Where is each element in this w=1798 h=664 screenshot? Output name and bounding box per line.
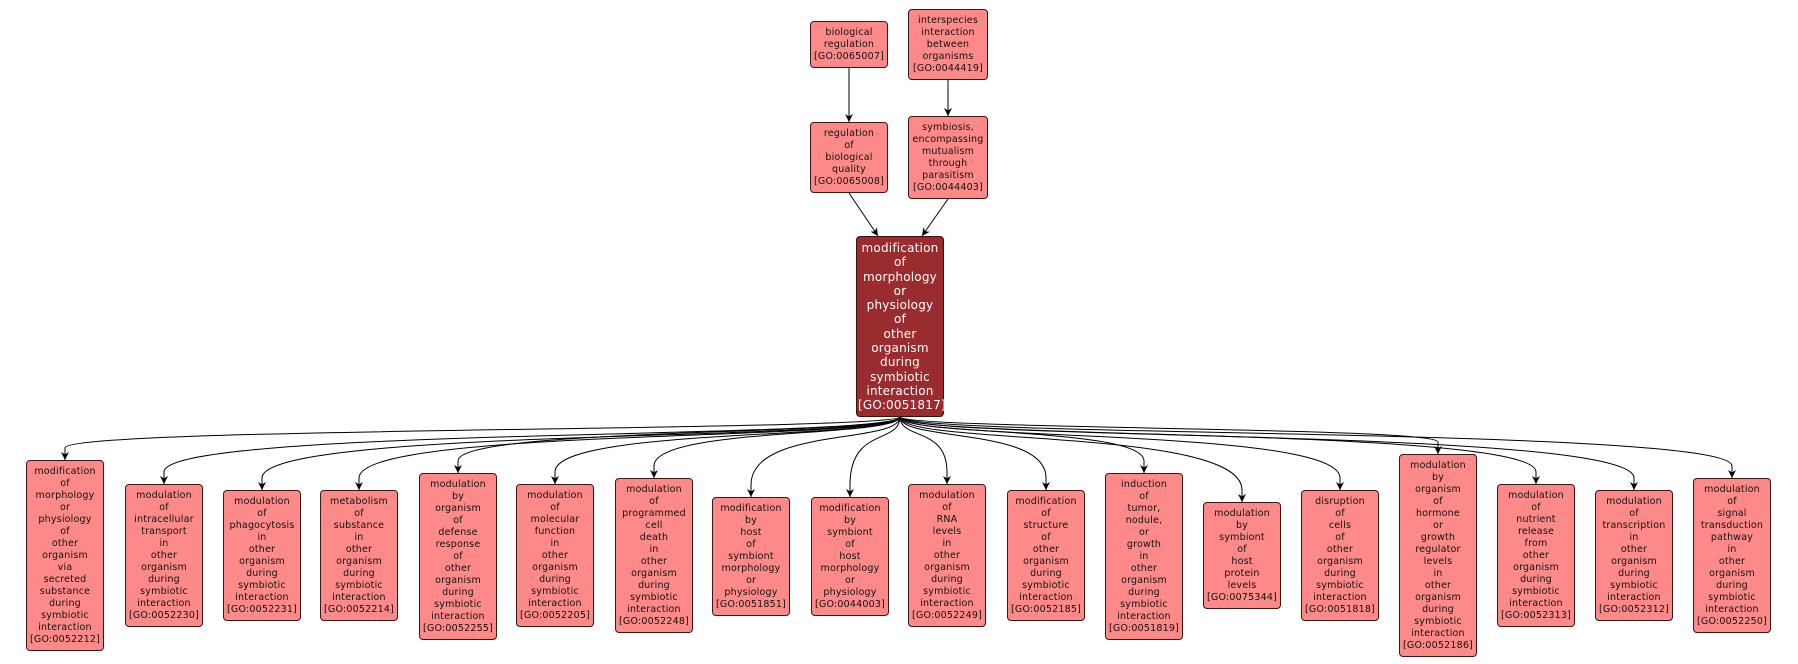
is-a-edge [650, 416, 901, 478]
go-term-node-child[interactable]: modulation of programmed cell death in o… [615, 478, 693, 633]
go-term-node-child[interactable]: modulation of transcription in other org… [1595, 490, 1673, 621]
go-term-node-child[interactable]: modulation by organism of hormone or gro… [1399, 454, 1477, 657]
go-term-node-child[interactable]: modulation of molecular function in othe… [516, 484, 594, 627]
go-term-node-interspecies-interaction[interactable]: interspecies interaction between organis… [908, 9, 988, 80]
is-a-edge [899, 416, 1246, 502]
go-term-node-child[interactable]: modification by host of symbiont morphol… [712, 497, 790, 616]
go-term-node-child[interactable]: modulation of signal transduction pathwa… [1693, 478, 1771, 633]
is-a-edge [899, 416, 1344, 490]
go-term-node-child[interactable]: modification of structure of other organ… [1007, 490, 1085, 621]
is-a-edge [848, 192, 879, 237]
is-a-edge [846, 416, 901, 497]
go-term-node-child[interactable]: disruption of cells of other organism du… [1301, 490, 1379, 621]
is-a-edge [921, 198, 949, 237]
go-term-node-symbiosis[interactable]: symbiosis, encompassing mutualism throug… [908, 116, 988, 199]
go-term-node-child[interactable]: modulation of nutrient release from othe… [1497, 484, 1575, 627]
is-a-edge [899, 416, 1736, 478]
go-term-node-child[interactable]: modification of morphology or physiology… [26, 460, 104, 651]
go-term-node-child[interactable]: modulation of RNA levels in other organi… [908, 484, 986, 627]
is-a-edge [454, 416, 901, 473]
is-a-edge [747, 416, 901, 497]
go-term-node-regulation-of-biological-quality[interactable]: regulation of biological quality [GO:006… [810, 122, 888, 193]
go-term-node-child[interactable]: modulation of intracellular transport in… [125, 484, 203, 627]
go-term-node-child[interactable]: modulation by symbiont of host protein l… [1203, 502, 1281, 609]
focus-go-term-node[interactable]: modification of morphology or physiology… [856, 236, 946, 417]
is-a-edge [899, 416, 1050, 490]
go-term-node-child[interactable]: modification by symbiont of host morphol… [811, 497, 889, 616]
go-term-node-child[interactable]: modulation by organism of defense respon… [419, 473, 497, 640]
go-term-node-biological-regulation[interactable]: biological regulation [GO:0065007] [810, 21, 888, 68]
is-a-edge [355, 416, 901, 490]
go-term-node-child[interactable]: modulation of phagocytosis in other orga… [223, 490, 301, 621]
go-term-node-child[interactable]: induction of tumor, nodule, or growth in… [1105, 473, 1183, 640]
go-term-node-child[interactable]: metabolism of substance in other organis… [320, 490, 398, 621]
is-a-edge [258, 416, 901, 490]
is-a-edge [160, 416, 901, 484]
is-a-edge [899, 416, 951, 484]
is-a-edge [61, 416, 901, 460]
is-a-edge [899, 416, 1638, 490]
